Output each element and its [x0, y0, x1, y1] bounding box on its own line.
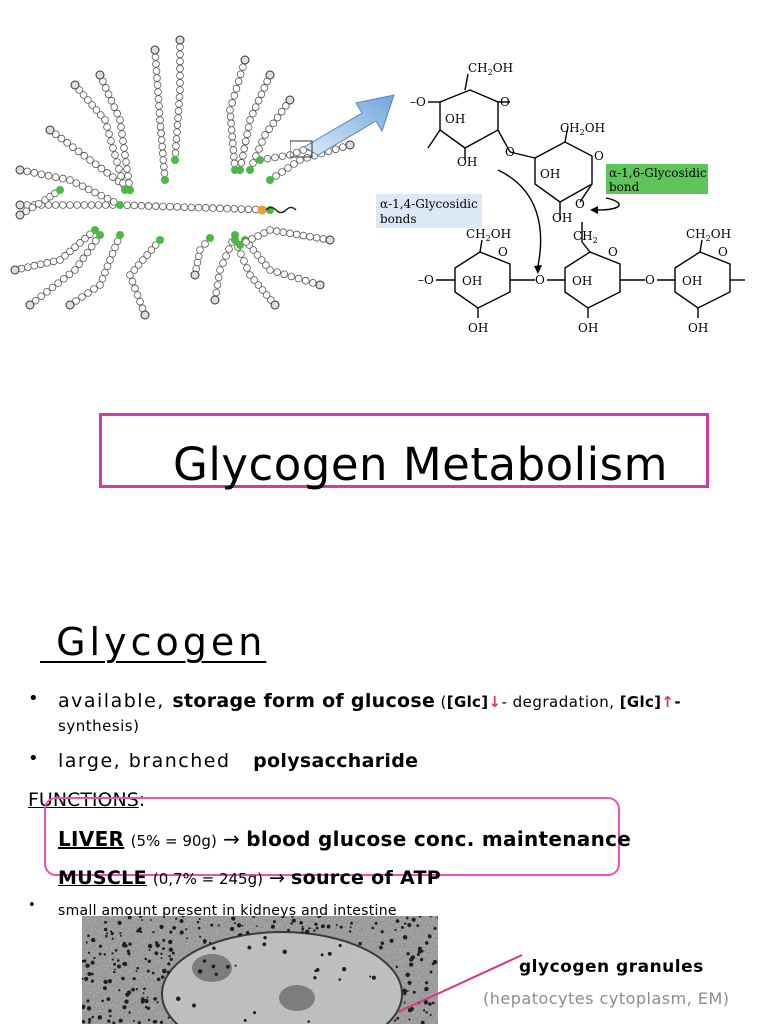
svg-text:CH2OH: CH2OH [686, 227, 731, 243]
svg-text:OH: OH [572, 274, 592, 288]
muscle-function: MUSCLE (0,7% = 245g) → source of ATP [58, 867, 441, 889]
bullet-storage-form: available, storage form of glucose ([Glc… [58, 690, 681, 712]
page-title: Glycogen Metabolism [173, 438, 668, 491]
svg-text:OH: OH [462, 274, 482, 288]
svg-text:CH2OH: CH2OH [468, 61, 513, 77]
title-frame [99, 413, 709, 488]
micrograph-subcaption: (hepatocytes cytoplasm, EM) [483, 989, 730, 1008]
svg-text:bonds: bonds [380, 212, 416, 226]
svg-text:OH: OH [578, 321, 598, 335]
alpha-16-label-box [606, 164, 708, 194]
bullet-storage-form-cont: synthesis) [58, 717, 140, 735]
svg-text:bond: bond [609, 180, 640, 194]
alpha-16-label: α-1,6-Glycosidic [609, 166, 707, 180]
bullet-marker: • [28, 688, 39, 709]
zoom-arrow [290, 94, 395, 158]
svg-text:CH2: CH2 [573, 229, 598, 245]
bullet-marker: • [28, 748, 39, 769]
micrograph-caption: glycogen granules [519, 957, 704, 977]
svg-text:CH2OH: CH2OH [466, 227, 511, 243]
svg-text:O: O [535, 273, 545, 287]
svg-text:O: O [500, 95, 510, 109]
svg-text:O: O [645, 273, 655, 287]
alpha-14-label-box [376, 194, 482, 228]
kidney-intestine-note: small amount present in kidneys and inte… [58, 903, 397, 919]
alpha-14-label: α-1,4-Glycosidic [380, 197, 478, 211]
glycosidic-bond-structure: CH2OH O –O OH OH O CH2OH O OH OH O CH2OH… [376, 61, 745, 335]
svg-text:O: O [594, 149, 604, 163]
functions-highlight [44, 797, 620, 876]
svg-text:O: O [718, 245, 728, 259]
svg-text:CH2OH: CH2OH [560, 121, 605, 137]
bullet-polysaccharide: large, branched polysaccharide [58, 750, 419, 772]
svg-text:–O: –O [410, 95, 426, 109]
caption-pointer-line [397, 954, 523, 1013]
svg-text:OH: OH [445, 112, 465, 126]
svg-text:OH: OH [468, 321, 488, 335]
section-heading: Glycogen [56, 620, 267, 664]
liver-function: LIVER (5% = 90g) → blood glucose conc. m… [58, 827, 632, 851]
svg-text:OH: OH [552, 211, 572, 225]
svg-text:OH: OH [688, 321, 708, 335]
svg-text:O: O [505, 145, 515, 159]
em-micrograph [82, 916, 438, 1024]
svg-text:–O: –O [418, 273, 434, 287]
svg-text:O: O [575, 197, 585, 211]
svg-text:O: O [608, 245, 618, 259]
svg-text:O: O [498, 245, 508, 259]
glycogen-branch-diagram [10, 35, 355, 320]
bullet-marker: • [28, 898, 36, 913]
svg-text:OH: OH [540, 167, 560, 181]
svg-text:OH: OH [457, 155, 477, 169]
svg-text:OH: OH [682, 274, 702, 288]
